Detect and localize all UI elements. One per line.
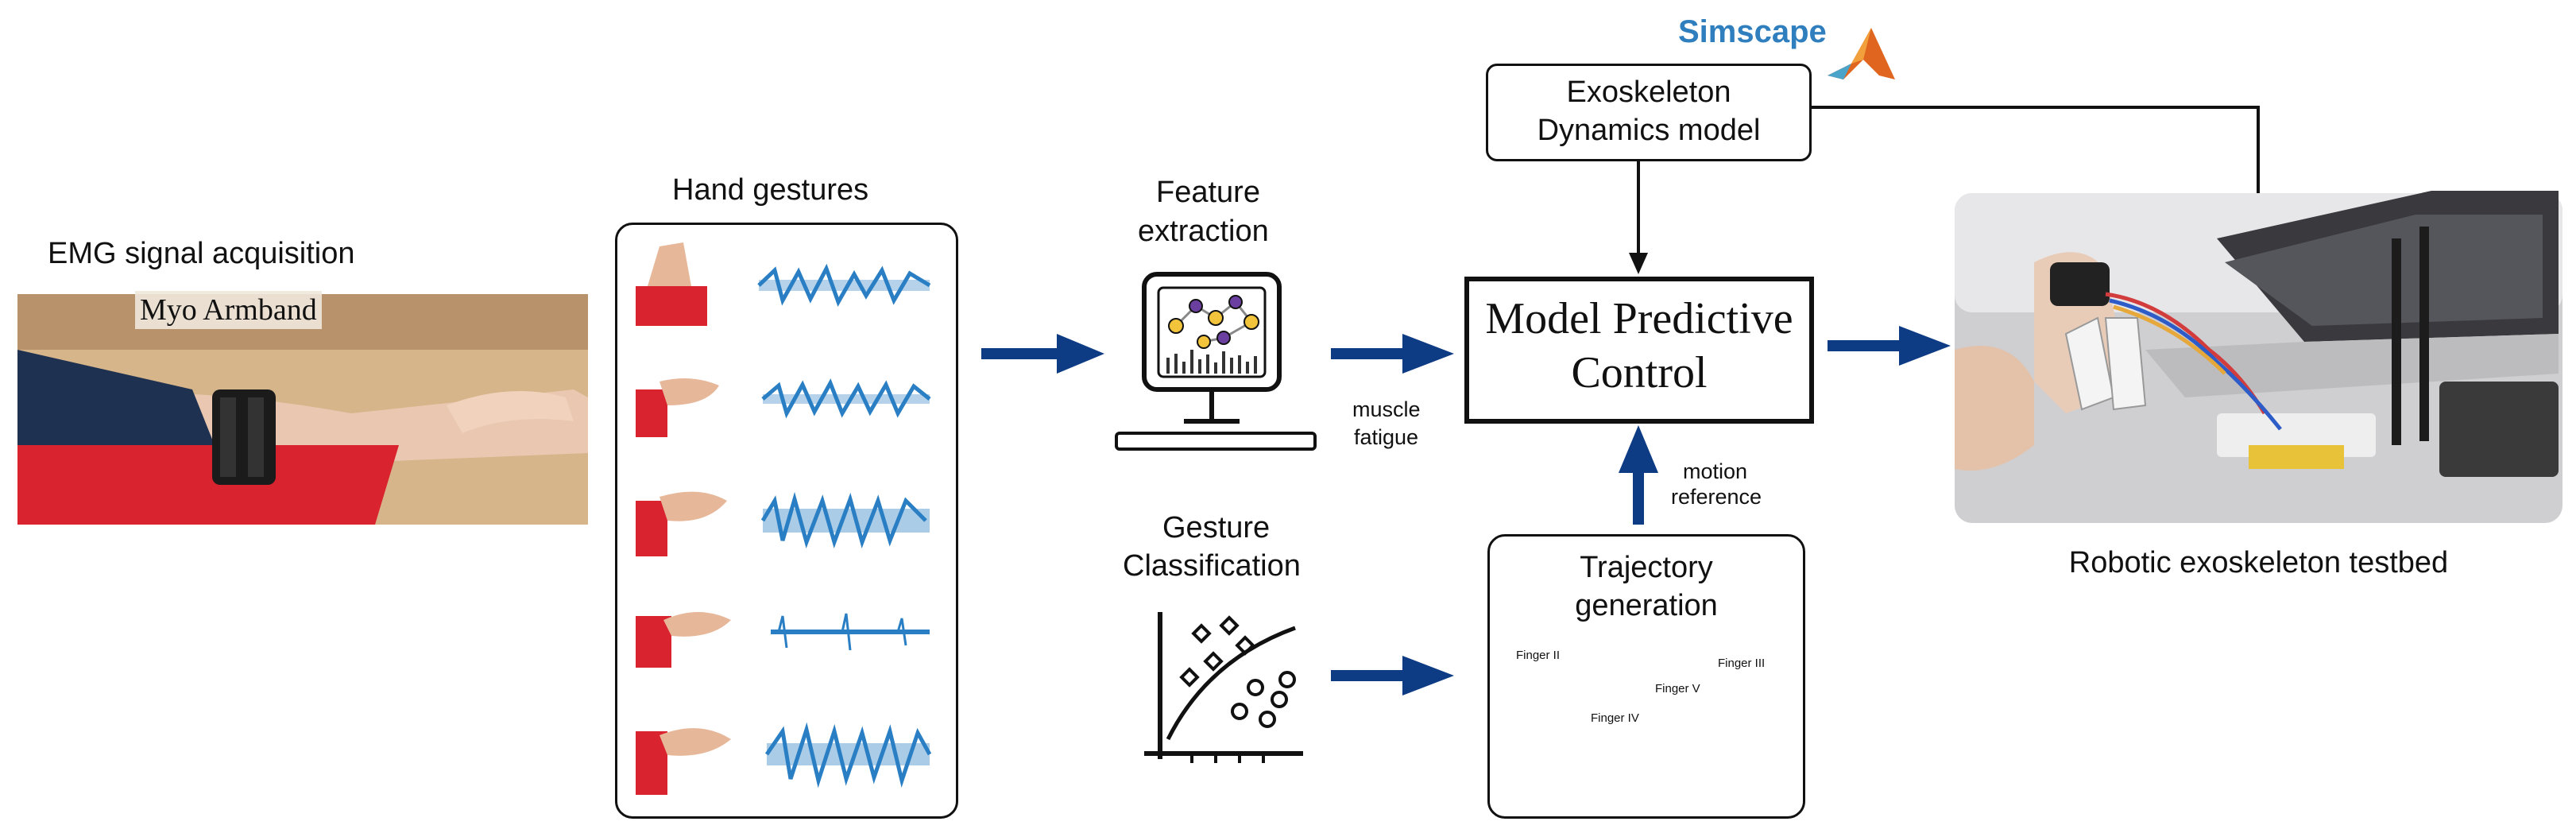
trajectory-title-line1: Trajectory xyxy=(1580,551,1713,584)
arrow-gestures-to-features xyxy=(981,334,1104,374)
arrow-dynamics-to-mpc xyxy=(1629,159,1648,274)
mpc-line2: Control xyxy=(1571,348,1708,397)
gesture-row-2 xyxy=(636,378,931,437)
finger-label-v: Finger V xyxy=(1655,682,1700,695)
emg-signal-5 xyxy=(764,722,932,788)
arrow-features-to-mpc xyxy=(1331,334,1454,374)
simscape-label: Simscape xyxy=(1678,14,1827,49)
hand-gesture-5-icon xyxy=(636,731,667,795)
emg-photo xyxy=(17,294,588,525)
monitor-network-icon xyxy=(1115,272,1317,451)
gesture-classification-title-line1: Gesture xyxy=(1162,511,1271,544)
dynamics-model-box xyxy=(1486,64,1812,161)
gesture-row-1 xyxy=(636,242,931,326)
dynamics-model-line2: Dynamics model xyxy=(1537,114,1761,147)
hand-gestures-title: Hand gestures xyxy=(672,173,869,207)
dynamics-model-line1: Exoskeleton xyxy=(1566,76,1731,109)
trajectory-panel xyxy=(1487,534,1805,819)
finger-label-iv: Finger IV xyxy=(1591,711,1639,725)
arrow-trajectory-to-mpc xyxy=(1619,425,1658,525)
gesture-row-5 xyxy=(636,722,932,795)
motion-reference-line1: motion xyxy=(1683,459,1748,483)
emg-signal-4 xyxy=(777,613,907,651)
trajectory-title-line2: generation xyxy=(1575,589,1718,622)
hand-gesture-3-icon xyxy=(636,501,667,556)
arrow-mpc-to-testbed xyxy=(1828,326,1951,366)
gesture-row-3 xyxy=(636,491,930,556)
hand-gesture-4-icon xyxy=(636,616,671,668)
feature-extraction-title-line1: Feature xyxy=(1156,176,1260,209)
gesture-classification-title-line2: Classification xyxy=(1123,549,1301,583)
gesture-row-4 xyxy=(636,612,930,668)
emg-title: EMG signal acquisition xyxy=(48,237,355,270)
finger-label-iii: Finger III xyxy=(1718,657,1766,670)
connector-dynamics-to-testbed xyxy=(1812,106,2260,195)
finger-label-ii: Finger II xyxy=(1516,649,1561,662)
hand-gesture-1-icon xyxy=(636,286,707,326)
testbed-photo xyxy=(1955,191,2562,523)
mpc-line1: Model Predictive xyxy=(1485,294,1793,343)
scatter-classification-icon xyxy=(1144,612,1303,763)
emg-signal-2 xyxy=(761,378,931,419)
testbed-caption: Robotic exoskeleton testbed xyxy=(2068,546,2449,579)
mpc-box xyxy=(1464,277,1814,424)
emg-signal-1 xyxy=(757,263,931,307)
muscle-fatigue-line2: fatigue xyxy=(1354,425,1419,449)
myo-armband-label: Myo Armband xyxy=(135,291,322,329)
emg-signal-3 xyxy=(760,491,927,548)
hand-gesture-2-icon xyxy=(636,389,667,437)
matlab-logo-icon xyxy=(1828,28,1895,79)
muscle-fatigue-line1: muscle xyxy=(1352,397,1421,421)
arrow-classification-to-trajectory xyxy=(1331,656,1454,695)
feature-extraction-title-line2: extraction xyxy=(1138,215,1269,248)
motion-reference-line2: reference xyxy=(1671,485,1762,509)
